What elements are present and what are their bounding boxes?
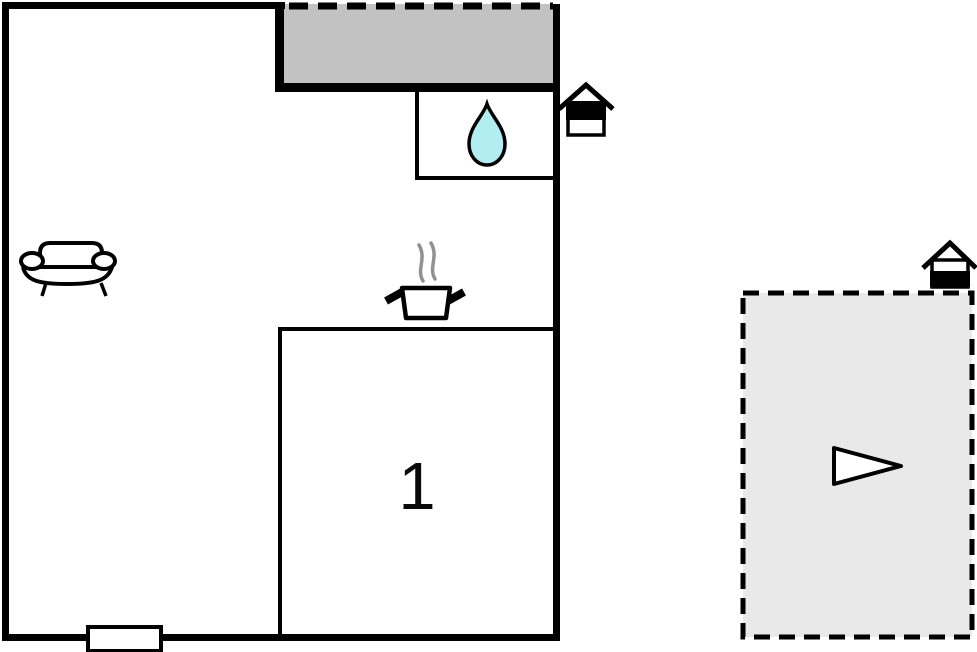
cooking-pot-icon [384, 241, 466, 321]
sofa-icon [19, 241, 117, 297]
patio-area [740, 290, 975, 640]
bathroom-wall-left [415, 90, 419, 180]
sofa-leg-right [99, 282, 108, 297]
bathroom [415, 90, 557, 180]
sofa-back [38, 241, 104, 263]
pot-body [399, 285, 453, 321]
steam-line-right [429, 241, 437, 281]
wall-segment-left [2, 2, 9, 641]
sofa-leg-left [40, 282, 48, 297]
house-roof [557, 81, 615, 111]
bedroom-wall-top [278, 327, 553, 331]
house-body-black-band [930, 271, 970, 287]
house-roof [921, 239, 977, 270]
sofa-armrest-right [91, 251, 117, 271]
roofed-terrace-area [284, 2, 553, 84]
wall-segment-bottom [2, 634, 560, 641]
steam-line-left [417, 243, 425, 283]
bedroom-wall-left [278, 327, 282, 634]
bedroom-walls [278, 327, 553, 634]
room-number-label: 1 [398, 449, 435, 524]
bathroom-wall-bottom [415, 176, 557, 180]
wall-segment-under-terrace [275, 83, 560, 92]
bedroom-1: 1 [278, 327, 553, 634]
wall-segment-right [553, 4, 560, 641]
steam-icon [417, 241, 437, 283]
wall-segment-terrace-left [275, 2, 284, 90]
wall-segment-top [2, 2, 285, 9]
roofed-terrace-floor [284, 4, 553, 84]
house-body-black-band [566, 101, 606, 120]
house-entrance-icon-top [557, 81, 615, 137]
water-drop-icon [467, 98, 507, 167]
window-marker [86, 625, 163, 652]
sofa-front [21, 266, 114, 287]
bathroom-walls [415, 90, 557, 180]
house-entrance-icon-right [921, 239, 977, 289]
exterior-walls [2, 2, 560, 641]
sofa-armrest-left [19, 251, 45, 271]
direction-triangle-icon [832, 446, 903, 486]
